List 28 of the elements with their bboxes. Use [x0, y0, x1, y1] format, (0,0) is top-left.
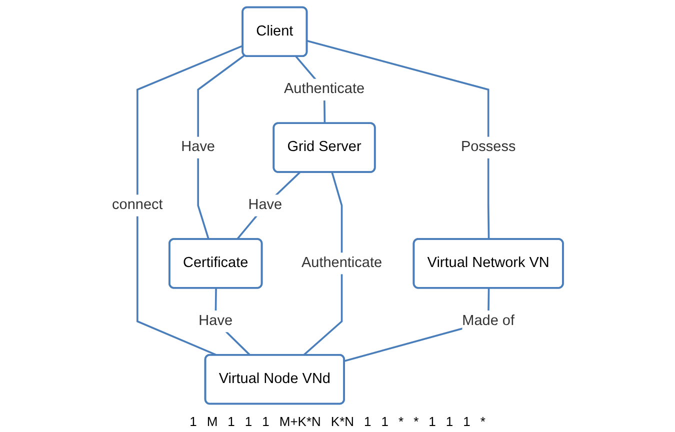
connector — [136, 44, 244, 356]
connector — [306, 40, 490, 240]
multiplicity-label: 1 — [463, 414, 470, 429]
multiplicity-label: * — [398, 414, 404, 429]
multiplicity-label: M+K*N — [279, 414, 321, 429]
edge-label: Authenticate — [284, 81, 365, 97]
multiplicity-label: 1 — [428, 414, 436, 429]
connector — [302, 172, 343, 356]
multiplicity-label: 1 — [244, 414, 252, 429]
multiplicity-label: K*N — [330, 414, 354, 429]
edge-label: Authenticate — [302, 255, 382, 271]
edge-label: Possess — [460, 139, 516, 155]
multiplicity-label: M — [206, 414, 218, 429]
connector — [197, 54, 245, 240]
edge-label: Have — [198, 313, 232, 329]
multiplicity-label: 1 — [364, 414, 372, 429]
multiplicity-label: 1 — [381, 414, 389, 429]
edge-label: connect — [112, 197, 163, 213]
multiplicity-label: 1 — [446, 414, 454, 429]
multiplicity-label: 1 — [262, 414, 270, 429]
multiplicity-label: 1 — [190, 414, 197, 429]
connector — [236, 172, 300, 240]
multiplicity-label: 1 — [228, 414, 235, 429]
edge-label: Have — [248, 197, 282, 213]
multiplicity-label: * — [414, 414, 419, 429]
edge-label: Have — [181, 139, 215, 155]
edge-label: Made of — [462, 313, 515, 329]
multiplicity-label: * — [480, 414, 486, 429]
